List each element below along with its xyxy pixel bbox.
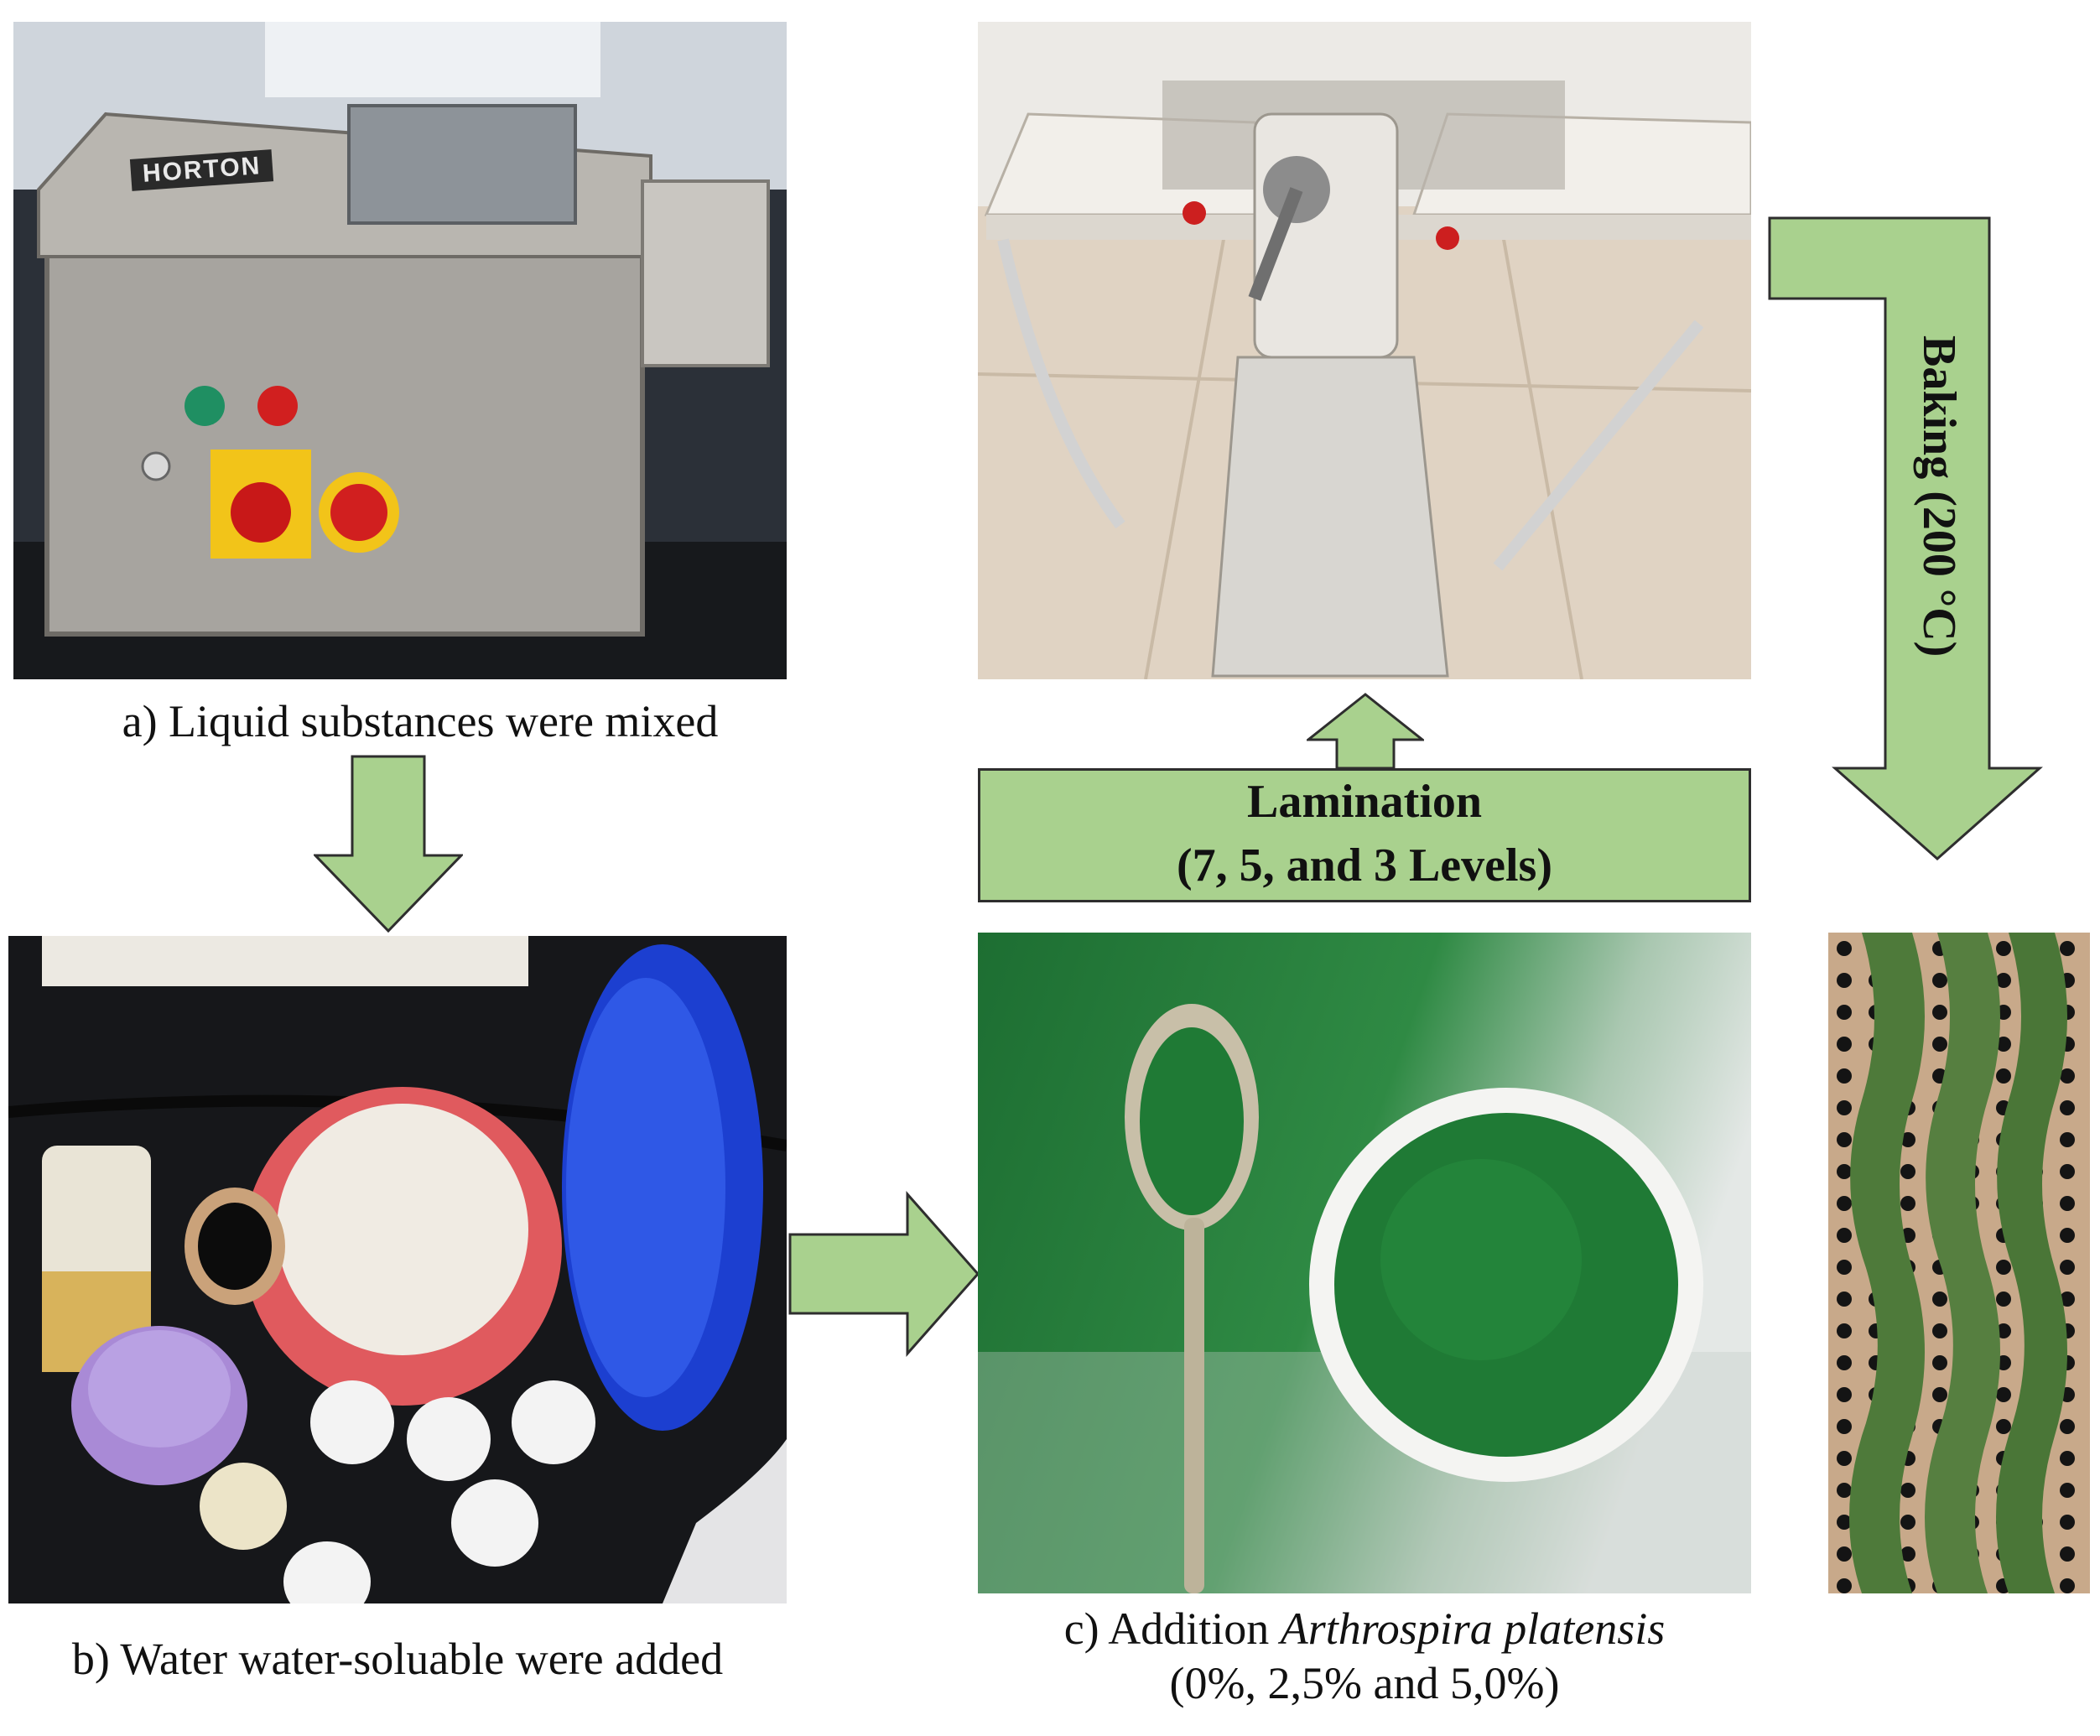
caption-a: a) Liquid substances were mixed [122,696,719,746]
lamination-box [978,768,1751,902]
photo-ingredients [8,936,787,1603]
caption-c-levels: (0%, 2,5% and 5,0%) [1169,1657,1560,1708]
arrow-baking [1768,216,2043,861]
photo-mixer-machine: HORTON [13,22,787,679]
arrow-up-lamination [1307,693,1424,770]
photo-baked-product [1828,933,2090,1593]
photo-dough-sheeter [978,22,1751,679]
arrow-right-add [788,1191,980,1357]
baking-label: Baking (200 °C) [1913,335,1965,657]
lamination-title: Lamination [1246,776,1483,828]
caption-b: b) Water water-soluable were added [71,1634,724,1684]
caption-c-prefix: c) Addition [1063,1603,1281,1654]
caption-c-species: Arthrospira platensis [1280,1603,1666,1654]
lamination-label: Lamination (7, 5, and 3 Levels) [978,770,1751,897]
photo-spirulina-powder [978,933,1751,1593]
lamination-levels: (7, 5, and 3 Levels) [1177,839,1552,891]
arrow-down-mix [314,755,463,933]
caption-c-line1: c) Addition Arthrospira platensis [978,1602,1751,1656]
caption-c: c) Addition Arthrospira platensis (0%, 2… [978,1602,1751,1711]
